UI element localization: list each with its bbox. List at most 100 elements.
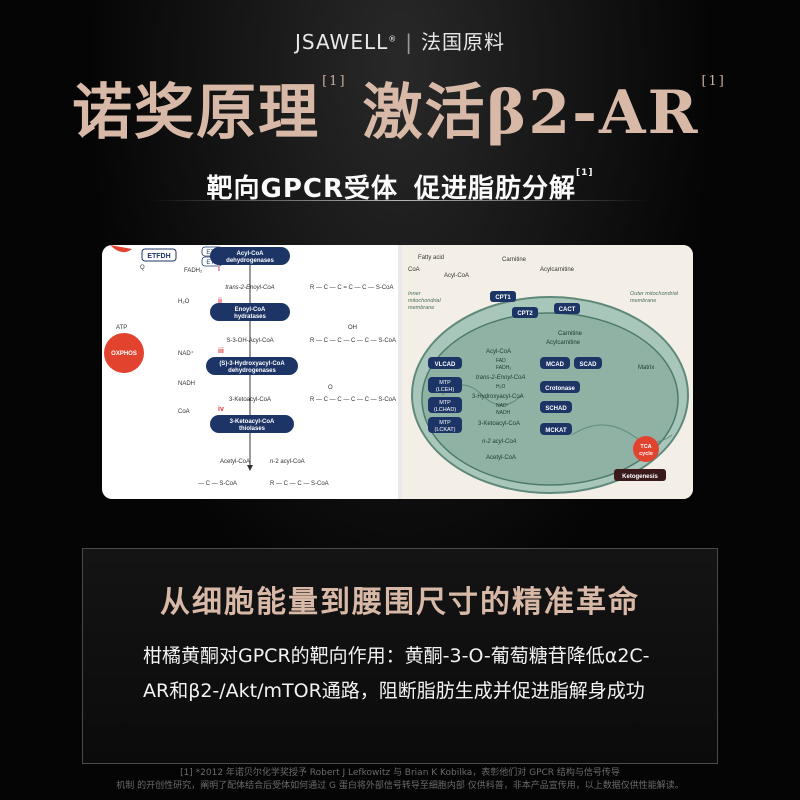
mtp3-l1: MTP (439, 420, 451, 426)
brand-logo: JSAWELL (295, 30, 389, 54)
matrix-enoyl: trans-2-Enoyl-CoA (476, 375, 525, 381)
schad-label: SCHAD (545, 406, 567, 412)
mckat-label: MCKAT (545, 428, 567, 434)
enzyme1-pill (210, 247, 290, 265)
footnote: [1] *2012 年诺贝尔化学奖授予 Robert J Lefkowitz 与… (0, 767, 800, 793)
inner-membrane-l2: mitochondrial (408, 298, 441, 304)
structure-n2: R — C — C — S-CoA (270, 481, 329, 487)
step-iv-label: iv (218, 406, 224, 413)
cpt1-box (490, 291, 516, 302)
subtitle-underline (150, 200, 650, 201)
oxphos-circle (104, 333, 144, 373)
step-iii-label: iii (218, 348, 224, 355)
acylcarnitine2-label: Acylcarnitine (546, 340, 581, 346)
headline-part1: 诺奖原理 (72, 78, 321, 148)
matrix-fadh2: FADH₂ (496, 365, 511, 371)
registered-mark: ® (388, 34, 398, 44)
mtp3-l2: (LCKAT) (435, 427, 456, 433)
metabolite-acetyl: Acetyl-CoA (220, 459, 250, 465)
red-arc-shape (110, 245, 132, 253)
mcad-label: MCAD (546, 362, 565, 368)
q-label: Q (140, 265, 145, 271)
crista-2 (571, 424, 673, 443)
enzyme2-pill (210, 303, 290, 321)
nad-label: NAD⁺ (178, 350, 194, 357)
mtp1-box (428, 377, 462, 393)
matrix-h2o: H₂O (496, 384, 506, 390)
structure-acetyl: — C — S-CoA (198, 481, 237, 487)
h2o-label: H₂O (178, 299, 190, 305)
subtitle-part1: 靶向GPCR受体 (206, 174, 398, 204)
etfdh-label: ETFDH (147, 253, 170, 260)
ketogenesis-label: Ketogenesis (622, 474, 658, 480)
crotonase-label: Crotonase (545, 386, 575, 392)
step-ii-label: ii (218, 298, 222, 305)
footnote-line1: [1] *2012 年诺贝尔化学奖授予 Robert J Lefkowitz 与… (180, 768, 620, 778)
cpt2-label: CPT2 (517, 311, 533, 317)
mcad-box (540, 357, 570, 369)
headline-ref2: [1] (701, 74, 726, 89)
brand-separator: | (405, 30, 413, 54)
tca-l1: TCA (640, 444, 651, 450)
vlcad-box (428, 357, 462, 369)
mtp2-l2: (LCHAD) (434, 407, 456, 413)
vlcad-label: VLCAD (435, 362, 456, 368)
matrix-hydroxy: 3-Hydroxyacyl-CoA (472, 394, 524, 400)
enzyme2-line2: hydratases (234, 314, 266, 320)
tca-circle (633, 436, 659, 462)
structure-oh: OH (348, 325, 357, 331)
cpt1-label: CPT1 (495, 295, 511, 301)
enzyme3-line2: dehydrogenases (228, 368, 276, 374)
subtitle-part2: 促进脂肪分解 (413, 174, 576, 204)
acylcarnitine-label: Acylcarnitine (540, 267, 575, 273)
mtp1-l1: MTP (439, 380, 451, 386)
matrix-acyl-coa: Acyl-CoA (486, 349, 511, 355)
mtp2-l1: MTP (439, 400, 451, 406)
enzyme3-line1: (S)-3-Hydroxyacyl-CoA (219, 361, 285, 367)
cpt2-box (512, 307, 538, 318)
mtp2-box (428, 397, 462, 413)
acyl-coa-label: Acyl-CoA (444, 273, 469, 279)
matrix-nadh: NADH (496, 410, 511, 416)
enzyme4-line2: thiolases (239, 426, 266, 432)
panel-divider (398, 245, 402, 499)
coa-label: CoA (178, 409, 190, 415)
matrix-nad: NAD⁺ (496, 403, 510, 409)
mckat-box (540, 423, 572, 435)
enzyme2-line1: Enoyl-CoA (235, 307, 266, 313)
subtitle: 靶向GPCR受体促进脂肪分解[1] (0, 168, 800, 205)
diagram-svg: ETFDH ETF ETF Q FADH₂ ATP OXPHOS NAD⁺ NA… (104, 245, 693, 499)
left-panel: ETFDH ETF ETF Q FADH₂ ATP OXPHOS NAD⁺ NA… (104, 245, 396, 487)
metabolite-keto: 3-Ketoacyl-CoA (229, 397, 271, 403)
etfdh-box (141, 248, 177, 262)
enzyme4-pill (210, 415, 294, 433)
nadh-label: NADH (178, 381, 195, 387)
matrix-n2: n-2 acyl-CoA (482, 439, 517, 445)
info-body: 柑橘黄酮对GPCR的靶向作用：黄酮-3-O-葡萄糖苷降低α2C-AR和β2-/A… (143, 645, 650, 702)
ketogenesis-box (614, 469, 666, 481)
metabolite-n2: n-2 acyl-CoA (270, 459, 305, 465)
headline: 诺奖原理[1]激活β2-AR[1] (0, 64, 800, 151)
schad-box (540, 401, 572, 413)
info-title: 从细胞能量到腰围尺寸的精准革命 (160, 585, 640, 620)
origin-label: 法国原料 (421, 30, 505, 54)
enzyme1-line1: Acyl-CoA (236, 251, 264, 257)
carnitine2-label: Carnitine (558, 331, 583, 337)
inner-membrane-l3: membrane (408, 305, 434, 311)
scad-label: SCAD (579, 362, 597, 368)
metabolite-enoyl: trans-2-Enoyl-CoA (225, 285, 274, 291)
carnitine-label: Carnitine (502, 257, 527, 263)
structure-o: O (328, 385, 333, 391)
atp-label: ATP (116, 325, 127, 331)
beta-oxidation-diagram: ETFDH ETF ETF Q FADH₂ ATP OXPHOS NAD⁺ NA… (102, 245, 693, 499)
mitochondrion-inner (421, 312, 679, 486)
enzyme1-line2: dehydrogenases (226, 258, 274, 264)
structure-enoyl: R — C — C = C — C — S-CoA (310, 285, 394, 291)
cact-box (554, 303, 580, 314)
mtp3-box (428, 417, 462, 433)
crotonase-box (540, 381, 580, 393)
structure-keto: R — C — C — C — C — S-CoA (310, 397, 396, 403)
scad-box (574, 357, 602, 369)
structure-hydroxy: R — C — C — C — C — S-CoA (310, 338, 396, 344)
headline-part2: 激活β2-AR (362, 78, 700, 148)
